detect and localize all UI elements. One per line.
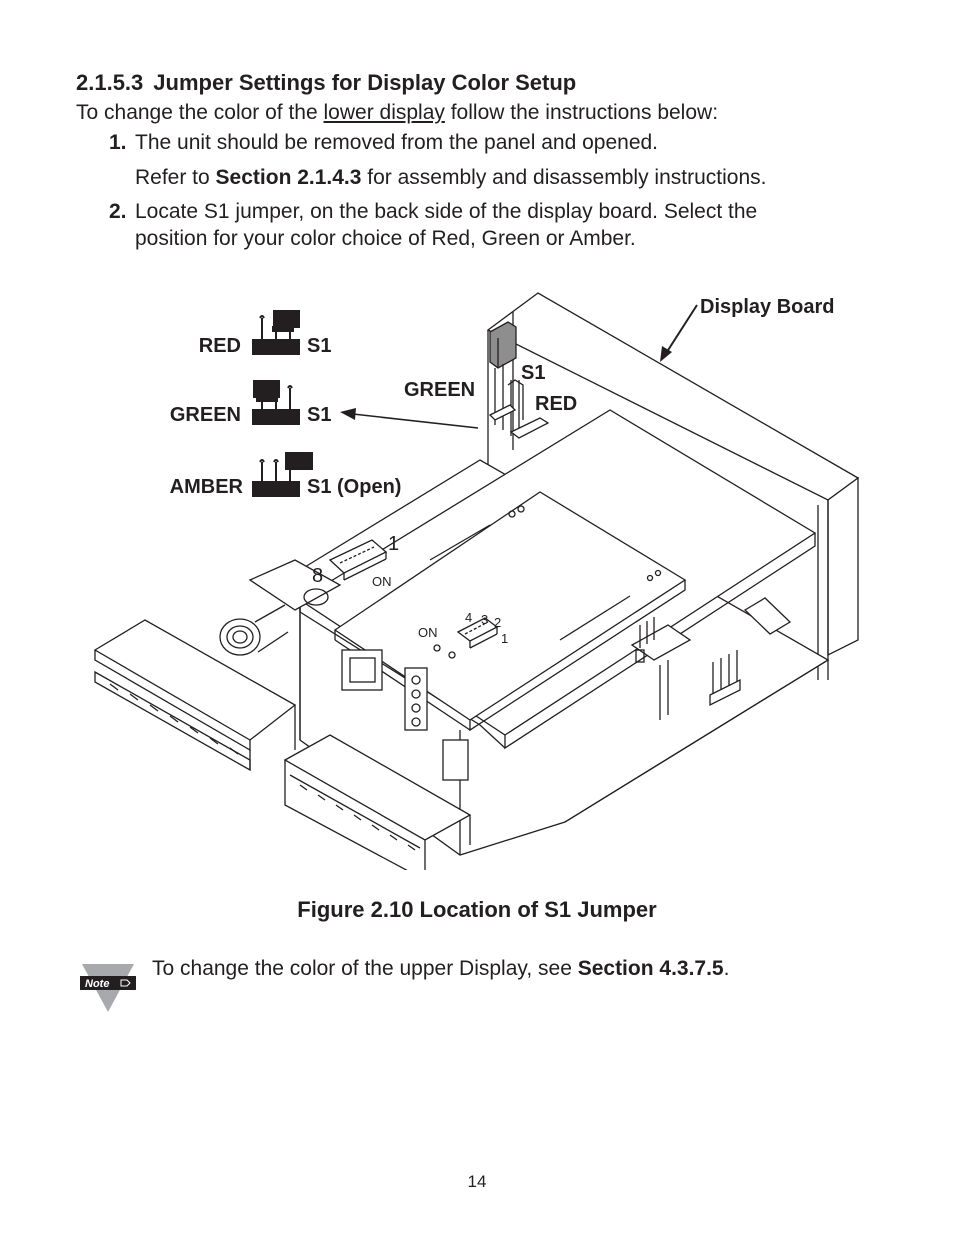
- round-socket: [248, 559, 342, 611]
- board-green-label: GREEN: [404, 379, 475, 401]
- board-red-label: RED: [535, 393, 577, 415]
- board-s1-label: S1: [521, 362, 545, 384]
- step-text: The unit should be removed from the pane…: [135, 131, 659, 154]
- jumper-option-amber-color: AMBER: [170, 476, 244, 498]
- coax-connector: [219, 604, 289, 656]
- left-terminal-block: [93, 619, 297, 772]
- jumper-icon-green: [252, 380, 300, 425]
- green-pointer-arrow: [352, 413, 479, 429]
- jumper-option-red-color: RED: [199, 335, 241, 357]
- section-title: Jumper Settings for Display Color Setup: [153, 70, 577, 95]
- dip4-on-label: ON: [418, 625, 438, 640]
- section-reference: Section 2.1.4.3: [215, 166, 362, 189]
- s1-jumper-on-board: [488, 321, 550, 439]
- dip8-label-8: 8: [312, 565, 323, 587]
- intro-text-before: To change the color of the: [76, 101, 324, 124]
- center-connector: [341, 649, 469, 781]
- right-header: [630, 597, 792, 720]
- dip4-label-4: 4: [465, 610, 472, 625]
- display-board-arrow: [662, 304, 698, 359]
- section-number: 2.1.5.3: [76, 70, 144, 95]
- unit-drawing: [93, 292, 860, 870]
- note-text-after: .: [723, 957, 730, 980]
- jumper-icon-red: [252, 310, 300, 355]
- step-text: Refer to: [135, 166, 216, 189]
- step-number: 2.: [109, 200, 127, 223]
- dip-switch-4: [456, 617, 499, 649]
- step-number: 1.: [109, 131, 127, 154]
- note-text-before: To change the color of the upper Display…: [152, 957, 578, 980]
- note-icon: Note: [80, 964, 136, 1012]
- jumper-option-green-state: S1: [307, 404, 331, 426]
- figure-caption: Figure 2.10 Location of S1 Jumper: [297, 897, 657, 922]
- dip-switch-8: [328, 539, 388, 581]
- dip8-label-1: 1: [388, 533, 399, 555]
- intro-text-after: follow the instructions below:: [444, 101, 719, 124]
- daughter-board: [333, 491, 687, 732]
- step-text: position for your color choice of Red, G…: [135, 227, 636, 250]
- page-number: 14: [467, 1172, 487, 1191]
- jumper-option-green-color: GREEN: [170, 404, 241, 426]
- intro-underlined: lower display: [323, 101, 445, 124]
- section-heading: 2.1.5.3 Jumper Settings for Display Color…: [76, 70, 576, 96]
- dip8-on-label: ON: [372, 574, 392, 589]
- note-section-reference: Section 4.3.7.5: [577, 957, 724, 980]
- dip4-label-3: 3: [481, 612, 488, 627]
- display-board-label: Display Board: [700, 296, 834, 318]
- dip4-label-1: 1: [501, 631, 508, 646]
- jumper-icon-amber: [252, 452, 313, 497]
- step-text: Locate S1 jumper, on the back side of th…: [135, 200, 758, 223]
- intro-paragraph: To change the color of the lower display…: [76, 101, 718, 125]
- note-text: To change the color of the upper Display…: [152, 957, 729, 981]
- jumper-option-amber-state: S1 (Open): [307, 476, 401, 498]
- bottom-terminal-block: [283, 734, 472, 870]
- step-text: for assembly and disassembly instruction…: [361, 166, 767, 189]
- display-board-panel: [486, 292, 860, 680]
- s1-jumper-figure: Display Board RED S1 GREEN S1 AMBER S1 (…: [93, 292, 860, 870]
- note-icon-label: Note: [85, 978, 109, 990]
- jumper-option-red-state: S1: [307, 335, 331, 357]
- dip4-label-2: 2: [494, 615, 501, 630]
